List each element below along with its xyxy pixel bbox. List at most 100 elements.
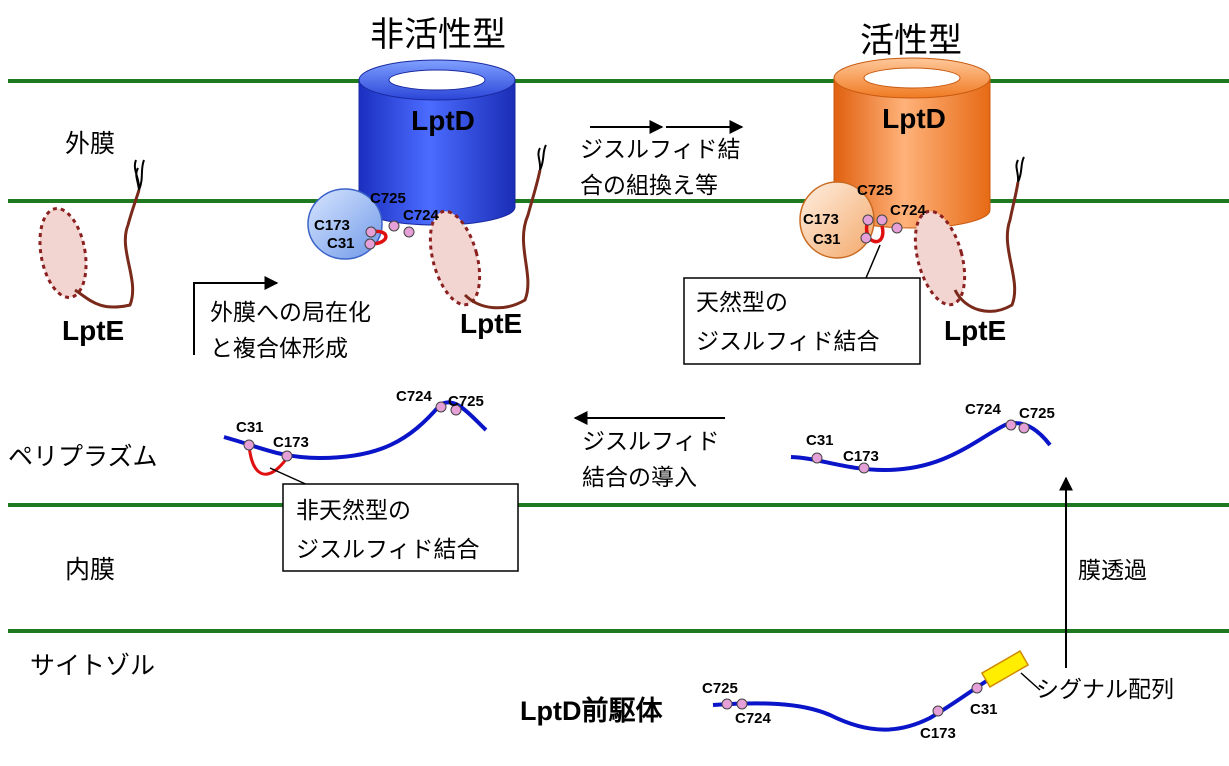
label-c725-inactive: C725 — [370, 190, 406, 207]
lpte-free-body — [38, 207, 88, 299]
label-c173-inactive: C173 — [314, 217, 350, 234]
arrow-introduction-text2: 結合の導入 — [582, 465, 697, 491]
label-c724-active: C724 — [890, 202, 927, 219]
periplasm-chain-reduced: C31 C173 C724 C725 — [790, 401, 1055, 474]
native-callout-box — [683, 277, 921, 365]
label-c31-oxidized: C31 — [236, 419, 264, 436]
lptd-active-label: LptD — [882, 103, 946, 134]
arrow-translocation: 膜透過 — [1059, 476, 1147, 668]
nonnative-disulfide-callout: 非天然型の ジスルフィド結合 — [282, 483, 519, 572]
cys-c31-oxidized — [243, 439, 255, 451]
cys-c31-active — [860, 232, 872, 244]
nonnative-callout-box — [282, 483, 519, 572]
native-callout-line2: ジスルフィド結合 — [696, 329, 880, 355]
label-c31-active: C31 — [813, 231, 841, 248]
arrow-rearrangement-text2: 合の組換え等 — [580, 173, 718, 199]
label-cytosol: サイトゾル — [30, 651, 155, 680]
label-periplasm: ペリプラズム — [8, 442, 158, 471]
label-c725-active: C725 — [857, 182, 893, 199]
label-c724-precursor: C724 — [735, 710, 772, 727]
signal-sequence-label: シグナル配列 — [1036, 677, 1174, 703]
arrow-translocation-text: 膜透過 — [1078, 558, 1147, 584]
label-c173-precursor: C173 — [920, 725, 956, 742]
lpte-free-linker — [74, 189, 141, 309]
membrane-lines — [8, 79, 1229, 633]
lptd-active-nterm-domain — [799, 181, 875, 259]
cys-c173-reduced — [858, 462, 870, 474]
cys-c31-precursor — [971, 682, 983, 694]
label-c724-inactive: C724 — [403, 207, 440, 224]
signal-peptide — [980, 650, 1030, 688]
chain-precursor — [712, 678, 990, 732]
periplasm-chain-oxidized: C31 C173 C724 C725 — [223, 388, 488, 487]
lpte-bound-inactive-linker — [463, 169, 542, 310]
cys-c725-active — [876, 214, 888, 226]
lptd-active-barrel-pore — [863, 67, 961, 89]
label-c725-reduced: C725 — [1019, 405, 1055, 422]
lpte-bound-active-body — [913, 209, 967, 307]
lpte-bound-inactive-label: LptE — [460, 308, 522, 339]
cys-c724-reduced — [1005, 419, 1017, 431]
lptd-inactive-label: LptD — [411, 105, 475, 136]
label-c31-inactive: C31 — [327, 235, 355, 252]
disulfide-bond-active — [864, 219, 885, 244]
cys-c724-active — [891, 222, 903, 234]
nonnative-callout-pointer — [269, 467, 311, 487]
native-callout-line1: 天然型の — [696, 290, 788, 316]
lptd-precursor: C725 C724 C173 C31 LptD前駆体 シグナル配列 — [520, 650, 1174, 742]
lptd-inactive-complex: LptD LptE C725 C724 C173 C31 — [307, 59, 547, 339]
label-c724-oxidized: C724 — [396, 388, 433, 405]
cys-c725-oxidized — [450, 404, 462, 416]
lpte-free-lipid-tail — [133, 159, 145, 191]
arrow-disulfide-introduction: ジスルフィド 結合の導入 — [573, 411, 725, 491]
label-inner-membrane: 内膜 — [65, 555, 115, 584]
lptd-inactive-nterm-domain — [307, 188, 383, 260]
cys-c31-reduced — [811, 452, 823, 464]
lptd-precursor-label: LptD前駆体 — [520, 695, 663, 726]
cys-c724-inactive — [403, 226, 415, 238]
signal-callout-pointer — [1020, 672, 1041, 691]
lpte-free-label: LptE — [62, 315, 124, 346]
native-disulfide-callout: 天然型の ジスルフィド結合 — [683, 277, 921, 365]
lpte-bound-inactive-lipid-tail — [537, 144, 547, 171]
lpte-free: LptE — [38, 159, 145, 346]
lpte-bound-active-lipid-tail — [1015, 156, 1025, 183]
arrow-introduction-text1: ジスルフィド — [582, 429, 720, 455]
arrow-localization-text2: と複合体形成 — [210, 336, 348, 362]
nonnative-callout-line2: ジスルフィド結合 — [296, 537, 480, 563]
lpte-bound-active-label: LptE — [944, 315, 1006, 346]
arrow-localization-path — [193, 276, 279, 355]
arrow-rearrangement-text1: ジスルフィド結 — [580, 137, 741, 163]
label-c31-precursor: C31 — [970, 701, 998, 718]
label-c173-reduced: C173 — [843, 448, 879, 465]
label-c724-reduced: C724 — [965, 401, 1002, 418]
label-c725-precursor: C725 — [702, 680, 738, 697]
cys-c725-precursor — [721, 698, 733, 710]
cys-c724-oxidized — [435, 401, 447, 413]
label-c725-oxidized: C725 — [448, 393, 484, 410]
cys-c31-inactive — [364, 238, 376, 250]
cys-c725-inactive — [388, 220, 400, 232]
cys-c724-precursor — [736, 698, 748, 710]
nonnative-callout-line1: 非天然型の — [296, 498, 411, 524]
disulfide-bond-nonnative — [247, 444, 289, 476]
cys-c725-reduced — [1018, 422, 1030, 434]
cys-c173-active — [862, 214, 874, 226]
label-c173-active: C173 — [803, 211, 839, 228]
title-active: 活性型 — [860, 21, 962, 61]
lptd-active-complex: LptD LptE C725 C724 C173 C31 — [799, 57, 1025, 346]
cys-c173-inactive — [365, 226, 377, 238]
lpte-bound-inactive-body — [428, 209, 482, 307]
title-inactive: 非活性型 — [370, 15, 506, 55]
lpte-bound-active-linker — [953, 181, 1020, 313]
label-c173-oxidized: C173 — [273, 434, 309, 451]
arrow-localization: 外膜への局在化 と複合体形成 — [193, 276, 371, 362]
label-c31-reduced: C31 — [806, 432, 834, 449]
arrow-localization-text1: 外膜への局在化 — [210, 300, 371, 326]
arrow-rearrangement: ジスルフィド結 合の組換え等 — [580, 120, 744, 199]
cys-c173-precursor — [932, 705, 944, 717]
lptd-inactive-barrel-pore — [388, 69, 486, 91]
native-callout-pointer — [865, 244, 881, 279]
label-outer-membrane: 外膜 — [65, 129, 115, 158]
